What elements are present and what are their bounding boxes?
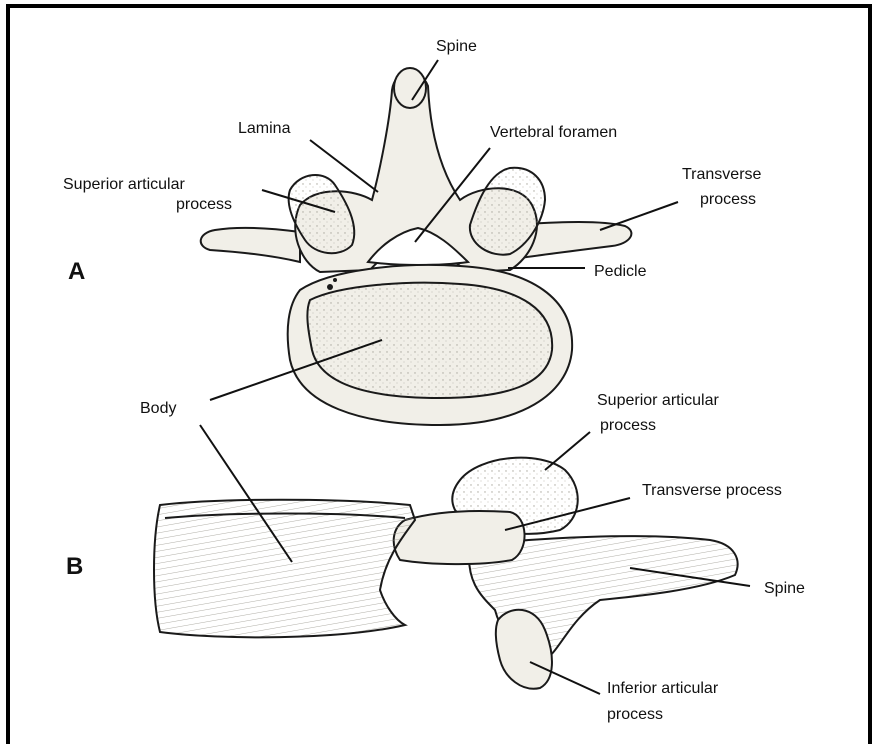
- label-body: Body: [140, 400, 176, 418]
- spine-tip-shape: [394, 68, 426, 108]
- label-pedicle: Pedicle: [594, 263, 646, 281]
- label-transverse-process-b: Transverse process: [642, 482, 782, 500]
- label-transverse-a-line1: Transverse: [682, 166, 761, 184]
- label-superior-articular-b-line2: process: [600, 417, 656, 435]
- label-superior-articular-b-line1: Superior articular: [597, 392, 719, 410]
- label-superior-articular-a-line2: process: [176, 196, 232, 214]
- label-transverse-a-line2: process: [700, 191, 756, 209]
- vertebral-body-b-shape: [154, 500, 415, 638]
- left-transverse-process-shape: [201, 228, 300, 262]
- label-superior-articular-a-line1: Superior articular: [63, 176, 185, 194]
- view-b-letter: B: [66, 553, 83, 581]
- label-inferior-articular-line2: process: [607, 706, 663, 724]
- vertebral-body-a-endplate: [307, 283, 552, 398]
- label-inferior-articular-line1: Inferior articular: [607, 680, 718, 698]
- label-spine-b: Spine: [764, 580, 805, 598]
- view-a-letter: A: [68, 258, 85, 286]
- label-vertebral-foramen: Vertebral foramen: [490, 124, 617, 142]
- label-spine-a: Spine: [436, 38, 477, 56]
- label-lamina: Lamina: [238, 120, 290, 138]
